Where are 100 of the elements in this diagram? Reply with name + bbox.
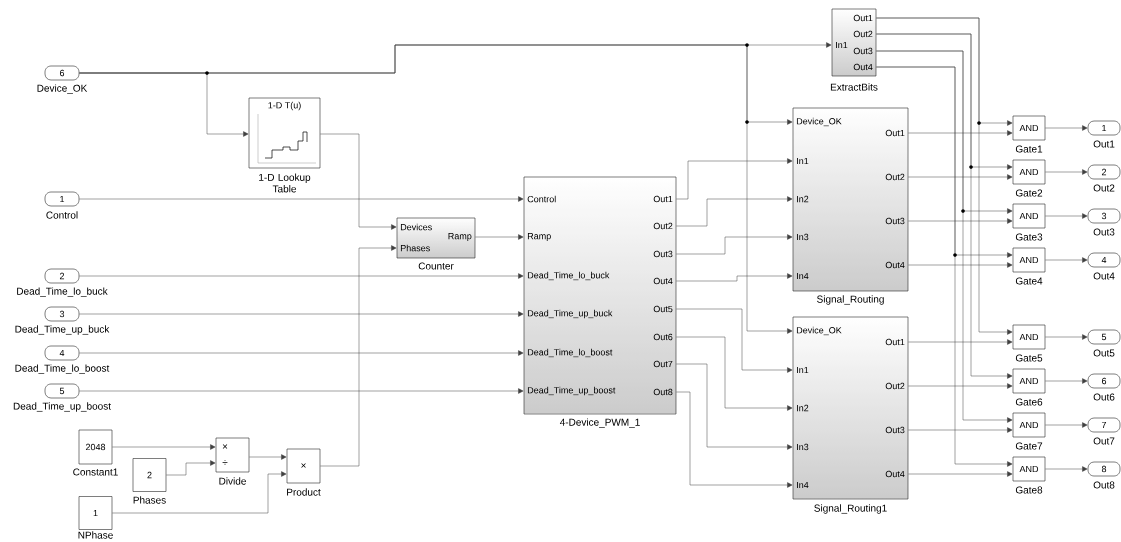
signal-line (676, 336, 793, 411)
signal-line (908, 383, 1013, 389)
signal-line (320, 133, 397, 230)
block-name: Gate5 (1015, 354, 1043, 362)
outport-block (1087, 373, 1121, 389)
block-name: Dead_Time_up_boost (13, 402, 111, 412)
block-name: 1-D Lookup Table (259, 173, 311, 193)
port-number: 5 (59, 387, 65, 395)
inport-block (44, 268, 80, 284)
inport-block (44, 306, 80, 322)
signal-line (908, 427, 1013, 433)
block-title: 1-D T(u) (268, 101, 301, 111)
block-name: Dead_Time_up_buck (15, 325, 110, 335)
port-label: Out2 (885, 173, 905, 181)
gate-label: AND (1019, 168, 1039, 176)
inport-block (44, 191, 80, 207)
block-name: Out6 (1093, 393, 1115, 401)
port-label: Out3 (885, 217, 905, 225)
port-label: In3 (797, 443, 809, 451)
subsystem-block (792, 316, 909, 500)
signal-line (1045, 213, 1088, 219)
port-label: Out3 (885, 426, 905, 434)
block-name: Dead_Time_lo_boost (15, 364, 110, 374)
port-label: Out1 (653, 195, 673, 203)
block-name: Gate8 (1015, 486, 1043, 494)
and-gate-block (1012, 412, 1046, 438)
port-label: Out3 (853, 47, 873, 55)
block-name: Device_OK (37, 84, 88, 94)
port-label: Out2 (653, 222, 673, 230)
block-name: Dead_Time_lo_buck (17, 287, 108, 297)
block-name: Out5 (1093, 349, 1115, 357)
block-name: Gate1 (1015, 145, 1043, 153)
port-label: In1 (797, 157, 809, 165)
signal-line (112, 444, 216, 450)
signal-line (676, 196, 793, 227)
port-label: Dead_Time_lo_buck (527, 271, 610, 281)
signal-line (79, 44, 793, 334)
port-label: Out1 (885, 129, 905, 137)
product-block (286, 448, 321, 484)
signal-line (908, 339, 1013, 345)
port-label: In3 (797, 233, 809, 241)
signal-line (1045, 257, 1088, 263)
port-label: Out4 (853, 63, 873, 71)
port-label: In4 (797, 272, 809, 280)
port-label: In1 (836, 41, 848, 49)
signal-line (112, 471, 287, 514)
signal-line (908, 471, 1013, 477)
signal-line (676, 363, 793, 450)
block-name: Out2 (1093, 184, 1115, 192)
outport-block (1087, 208, 1121, 224)
port-label: Ramp (527, 232, 551, 242)
port-number: 8 (1101, 465, 1107, 473)
signal-line (676, 391, 793, 488)
port-label: Device_OK (796, 326, 842, 336)
signal-line (876, 33, 1013, 379)
signal-line (1045, 466, 1088, 472)
signal-line (908, 262, 1013, 268)
port-label: Out1 (853, 14, 873, 22)
port-number: 1 (1102, 124, 1107, 132)
subsystem-block (396, 217, 476, 259)
port-label: Ramp (448, 232, 472, 242)
inport-block (44, 383, 80, 399)
block-name: Phases (133, 496, 166, 504)
block-name: Out7 (1093, 437, 1115, 445)
block-name: Gate4 (1015, 277, 1043, 285)
block-name: Out8 (1093, 481, 1115, 489)
port-label: In4 (797, 481, 809, 489)
gate-label: AND (1019, 256, 1039, 264)
and-gate-block (1012, 456, 1046, 482)
block-name: NPhase (78, 531, 113, 539)
block-name: Gate3 (1015, 233, 1043, 241)
gate-label: AND (1019, 124, 1039, 132)
port-label: Device_OK (796, 117, 842, 127)
block-name: Out4 (1093, 272, 1115, 280)
port-label: In2 (797, 195, 809, 203)
signal-line (676, 273, 793, 282)
signal-line (79, 350, 524, 356)
signal-line (249, 454, 287, 460)
signal-line (1045, 334, 1088, 340)
gate-label: AND (1019, 377, 1039, 385)
port-number: 2 (1101, 168, 1107, 176)
port-label: Out4 (653, 277, 673, 285)
block-name: Divide (219, 477, 246, 485)
lookup-table-block (248, 97, 321, 169)
gate-label: AND (1019, 421, 1039, 429)
gate-label: AND (1019, 212, 1039, 220)
inport-block (44, 345, 80, 361)
block-name: Control (46, 211, 78, 219)
port-label: Out7 (653, 360, 673, 368)
signal-line (1045, 378, 1088, 384)
port-label: Out4 (885, 470, 905, 478)
signal-line (676, 308, 793, 373)
signal-line (320, 245, 397, 467)
signal-line (908, 218, 1013, 224)
port-label: Devices (400, 223, 432, 231)
port-label: Out4 (885, 261, 905, 269)
operator-sign: ÷ (222, 460, 228, 465)
and-gate-block (1012, 203, 1046, 229)
port-label: Out3 (653, 250, 673, 258)
block-name: Signal_Routing1 (814, 504, 887, 514)
